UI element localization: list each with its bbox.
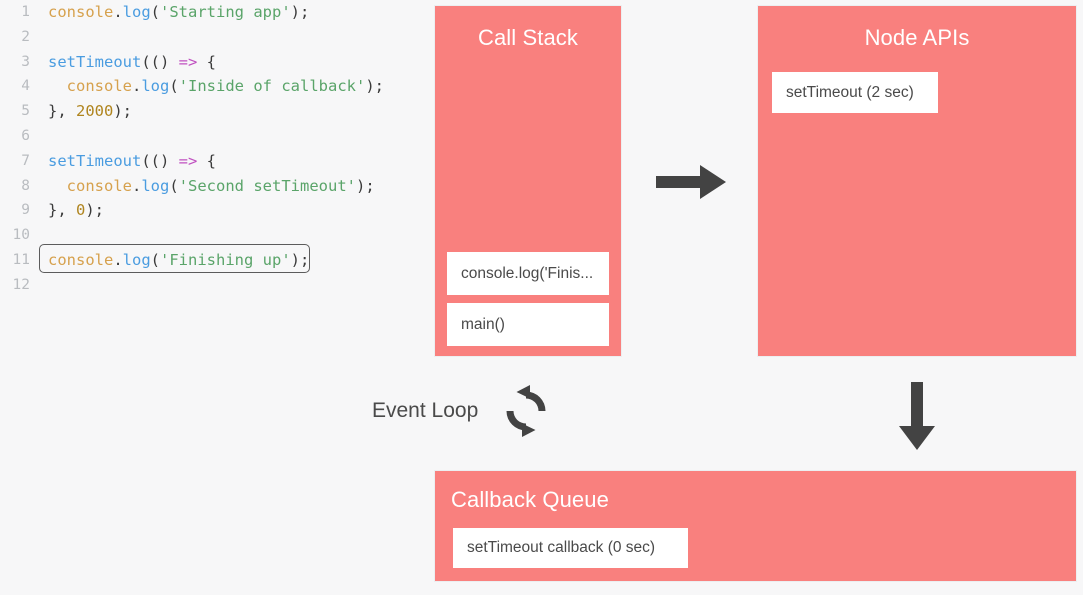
call-stack-title: Call Stack xyxy=(477,25,579,50)
code-line[interactable]: 12 xyxy=(0,273,430,298)
code-token: ( xyxy=(169,77,179,96)
code-token xyxy=(48,77,67,95)
code-token: console xyxy=(48,3,114,21)
line-number: 1 xyxy=(21,4,30,20)
code-line-text[interactable]: setTimeout(() => { xyxy=(30,149,216,174)
node-api-task: setTimeout (2 sec) xyxy=(772,72,938,113)
code-token: }, xyxy=(48,201,76,220)
code-token: ( xyxy=(169,176,179,195)
code-token: ); xyxy=(113,102,132,121)
code-token: ); xyxy=(290,3,310,21)
code-token: => xyxy=(178,151,198,170)
code-token: . xyxy=(113,250,123,269)
code-token: log xyxy=(122,250,151,269)
code-line-text[interactable]: setTimeout(() => { xyxy=(30,50,216,75)
code-token: ); xyxy=(290,250,310,269)
code-token: console xyxy=(66,176,132,195)
code-token: ); xyxy=(356,176,375,195)
code-line-text[interactable]: console.log('Second setTimeout'); xyxy=(30,174,375,199)
code-line-text[interactable]: console.log('Inside of callback'); xyxy=(30,74,384,99)
line-number: 11 xyxy=(12,251,30,268)
code-line[interactable]: 8 console.log('Second setTimeout'); xyxy=(0,174,430,199)
node-apis-panel: Node APIs setTimeout (2 sec) xyxy=(757,5,1077,357)
code-line-text[interactable]: console.log('Finishing up'); xyxy=(30,244,311,274)
code-line[interactable]: 2 xyxy=(0,25,430,50)
code-token: }, xyxy=(48,102,76,121)
callback-queue-item: setTimeout callback (0 sec) xyxy=(453,528,688,568)
code-token: setTimeout xyxy=(48,151,142,170)
code-token: ( xyxy=(150,3,161,21)
line-number: 8 xyxy=(21,177,30,194)
line-number: 2 xyxy=(21,28,30,45)
code-line-text[interactable]: }, 0); xyxy=(30,198,104,223)
callback-queue-frame-list: setTimeout callback (0 sec) xyxy=(453,528,688,568)
arrow-right-icon xyxy=(656,162,728,202)
line-number: 5 xyxy=(21,103,30,120)
code-token xyxy=(48,177,67,195)
line-number: 10 xyxy=(12,227,30,244)
code-token: log xyxy=(122,3,151,21)
loop-arrows-icon xyxy=(500,385,552,437)
code-line-text[interactable]: }, 2000); xyxy=(30,99,132,124)
line-number: 7 xyxy=(21,152,30,169)
code-token: (() xyxy=(141,52,179,71)
code-token: . xyxy=(132,176,142,195)
arrow-down-icon xyxy=(896,382,938,452)
code-line[interactable]: 6 xyxy=(0,124,430,149)
code-token: . xyxy=(113,3,123,21)
code-token: 2000 xyxy=(76,102,114,121)
code-line-text[interactable]: console.log('Starting app'); xyxy=(30,0,309,25)
event-loop-label: Event Loop xyxy=(372,399,479,422)
code-token: { xyxy=(197,52,216,71)
callback-queue-panel: Callback Queue setTimeout callback (0 se… xyxy=(434,470,1077,582)
code-token: 'Finishing up' xyxy=(160,250,291,269)
code-token: console xyxy=(48,250,114,269)
call-stack-frame: main() xyxy=(447,303,609,346)
code-token: log xyxy=(141,77,170,96)
code-token: 0 xyxy=(76,201,86,220)
code-token: { xyxy=(197,151,216,170)
code-token: ( xyxy=(150,250,161,269)
code-line[interactable]: 10 xyxy=(0,223,430,248)
code-line[interactable]: 4 console.log('Inside of callback'); xyxy=(0,74,430,99)
line-number: 3 xyxy=(21,53,30,70)
code-token: ); xyxy=(365,77,384,96)
code-line[interactable]: 5}, 2000); xyxy=(0,99,430,124)
code-line[interactable]: 9}, 0); xyxy=(0,198,430,223)
line-number: 4 xyxy=(21,78,30,95)
line-number: 9 xyxy=(21,202,30,219)
code-token: (() xyxy=(141,151,179,170)
code-token: console xyxy=(66,77,132,96)
call-stack-frame: console.log('Finis... xyxy=(447,252,609,295)
line-number: 12 xyxy=(12,276,30,293)
line-number: 6 xyxy=(21,127,30,144)
code-token: log xyxy=(141,176,170,195)
call-stack-panel: Call Stack console.log('Finis... main() xyxy=(434,5,622,357)
code-token: 'Second setTimeout' xyxy=(178,176,356,195)
call-stack-frame-list: console.log('Finis... main() xyxy=(447,252,609,346)
node-apis-title: Node APIs xyxy=(864,25,970,50)
callback-queue-title: Callback Queue xyxy=(451,487,609,512)
code-token: . xyxy=(132,77,142,96)
code-token: setTimeout xyxy=(48,52,142,71)
code-token: 'Inside of callback' xyxy=(178,77,366,96)
code-token: 'Starting app' xyxy=(160,3,291,21)
event-loop-group: Event Loop xyxy=(372,385,552,437)
node-apis-frame-list: setTimeout (2 sec) xyxy=(772,72,938,113)
code-token: => xyxy=(178,52,198,71)
code-token: ); xyxy=(85,201,105,220)
